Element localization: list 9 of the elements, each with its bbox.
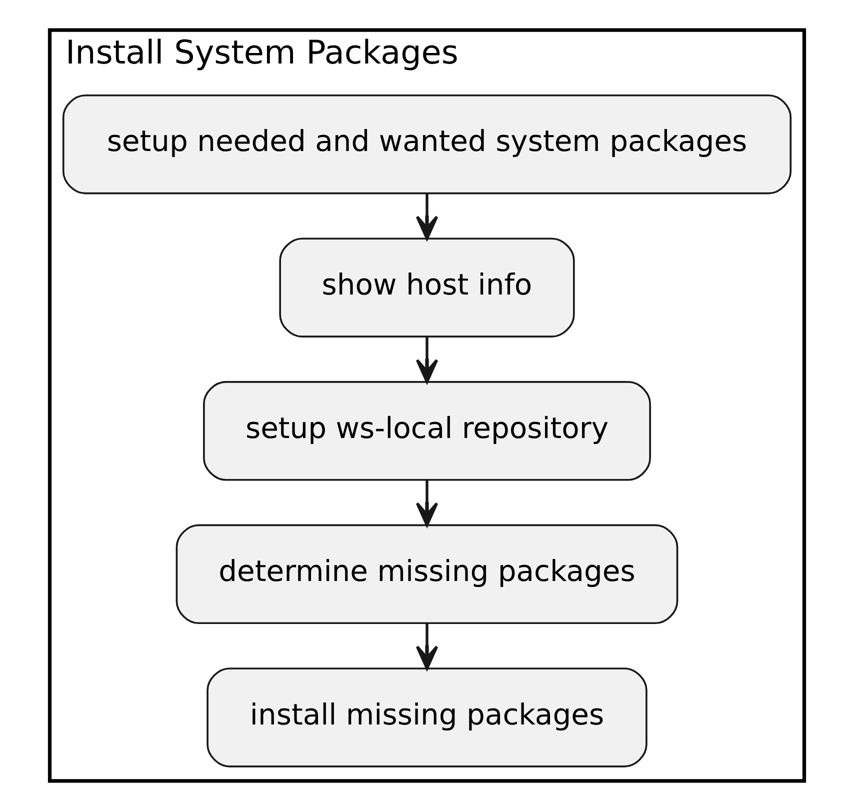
node-box: determine missing packages	[176, 524, 678, 624]
arrow	[416, 336, 438, 384]
arrow	[416, 193, 438, 240]
node-box: setup needed and wanted system packages	[62, 94, 792, 194]
node-box: setup ws-local repository	[203, 381, 651, 481]
arrow	[416, 480, 438, 526]
node-box: install missing packages	[206, 668, 648, 768]
node-box: show host info	[279, 238, 575, 338]
arrow	[416, 623, 438, 670]
